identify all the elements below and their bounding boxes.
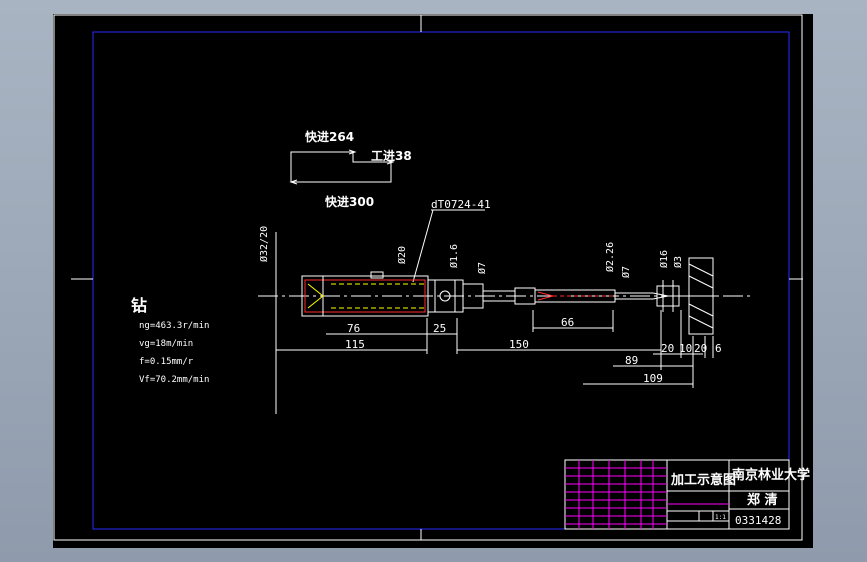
drawing-svg: 快进264 工进38 快进300 dT0724-41 钻 ng=463.3r/m… <box>53 14 810 541</box>
dia-1-6: Ø1.6 <box>448 244 460 268</box>
dim-6: 6 <box>715 342 722 355</box>
dim-76: 76 <box>347 322 360 335</box>
feed-fast2-label: 快进300 <box>325 194 374 209</box>
drawing-number: 0331428 <box>735 514 781 527</box>
dim-20a: 20 <box>661 342 674 355</box>
process-label: 钻 <box>131 296 147 315</box>
dim-10: 10 <box>679 342 692 355</box>
feed-fast1-label: 快进264 <box>305 129 354 144</box>
dim-89: 89 <box>625 354 638 367</box>
drawing-name: 加工示意图 <box>670 472 736 488</box>
inner-frame <box>92 31 790 530</box>
dim-66: 66 <box>561 316 574 329</box>
university-name: 南京林业大学 <box>732 467 810 483</box>
param-f: f=0.15mm/r <box>139 357 194 367</box>
dim-150: 150 <box>509 338 529 351</box>
author-name: 郑 清 <box>747 492 778 508</box>
dia-16: Ø16 <box>658 250 670 268</box>
param-vf: Vf=70.2mm/min <box>139 375 209 385</box>
title-block: 加工示意图 南京林业大学 郑 清 0331428 1:1 <box>564 459 810 530</box>
dia-7b: Ø7 <box>620 266 632 278</box>
param-vg: vg=18m/min <box>139 339 193 349</box>
part-code-label: dT0724-41 <box>431 198 491 211</box>
dim-25: 25 <box>433 322 446 335</box>
scale-value: 1:1 <box>715 514 726 521</box>
dia-20: Ø20 <box>396 246 408 264</box>
dimensions <box>275 232 714 414</box>
outer-frame <box>53 14 803 541</box>
drawing-canvas[interactable]: 快进264 工进38 快进300 dT0724-41 钻 ng=463.3r/m… <box>53 14 813 548</box>
tool-assembly <box>301 257 718 335</box>
feed-work-label: 工进38 <box>371 148 412 163</box>
dia-7a: Ø7 <box>476 262 488 274</box>
dia-3: Ø3 <box>672 256 684 268</box>
dim-109: 109 <box>643 372 663 385</box>
param-ng: ng=463.3r/min <box>139 321 209 331</box>
dim-115: 115 <box>345 338 365 351</box>
dia-2-26: Ø2.26 <box>604 242 616 272</box>
dim-20b: 20 <box>694 342 707 355</box>
feed-diagram: 快进264 工进38 快进300 <box>289 129 412 209</box>
dia-32-20: Ø32/20 <box>258 226 270 262</box>
